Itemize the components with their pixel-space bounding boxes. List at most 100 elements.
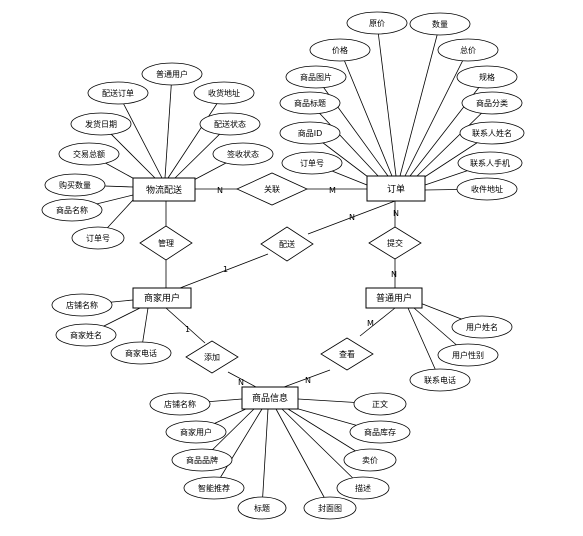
entity-product-label: 商品信息 — [252, 392, 288, 404]
attr-product-0 — [149, 392, 211, 416]
rel-associate — [236, 172, 308, 206]
attr-logistics-9 — [71, 226, 125, 250]
edge-product-attr-7 — [281, 408, 364, 489]
card-order-submit: N — [393, 209, 399, 218]
attr-logistics-1 — [141, 62, 203, 86]
attr-product-2 — [165, 420, 227, 444]
entity-logistics — [132, 177, 196, 202]
attr-product-5-label: 卖价 — [362, 456, 378, 465]
card-user-submit: N — [391, 270, 397, 279]
attr-order-4-label: 商品图片 — [300, 72, 332, 82]
attr-order-1 — [409, 12, 471, 36]
edge-order-attr-5 — [409, 76, 488, 177]
attr-order-6 — [279, 91, 341, 115]
attr-product-5 — [343, 448, 397, 472]
attr-product-1 — [353, 392, 407, 416]
attr-user-1 — [437, 343, 499, 367]
attr-product-6 — [183, 476, 245, 500]
attributes-merchant: 店铺名称 商家姓名 商家电话 — [51, 293, 172, 365]
edge-order-attr-0 — [376, 22, 397, 177]
rel-manage — [139, 225, 193, 261]
edge-user-view — [359, 307, 396, 337]
attr-order-5-label: 规格 — [479, 72, 495, 82]
attr-user-0-label: 用户姓名 — [466, 322, 498, 332]
card-merchant-add: 1 — [185, 325, 190, 334]
attr-logistics-0-label: 配送订单 — [102, 88, 134, 98]
attr-order-12 — [456, 177, 518, 201]
attr-merchant-0 — [51, 293, 113, 317]
attr-logistics-8 — [41, 198, 103, 222]
attr-user-1-label: 用户性别 — [452, 350, 484, 360]
rel-submit-label: 提交 — [387, 238, 403, 248]
attr-product-2-label: 商家用户 — [180, 427, 212, 437]
rel-view-label: 查看 — [339, 349, 355, 359]
attr-logistics-5 — [58, 142, 120, 166]
cardinalities: N M N N N 1 1 N N M — [185, 186, 399, 387]
attr-merchant-2-label: 商家电话 — [125, 348, 157, 358]
entities: 物流配送 订单 商家用户 普通用户 商品信息 — [132, 175, 426, 410]
rel-deliver — [260, 226, 314, 262]
attr-order-8 — [279, 121, 341, 145]
attr-logistics-4-label: 配送状态 — [214, 119, 246, 129]
edge-order-attr-2 — [339, 49, 393, 177]
attr-order-9-label: 联系人姓名 — [472, 128, 512, 138]
attr-logistics-7-label: 购买数量 — [59, 180, 91, 190]
rel-manage-label: 管理 — [158, 238, 174, 248]
edge-add-product — [227, 371, 257, 388]
card-logistics-associate: N — [217, 186, 223, 195]
rel-associate-label: 关联 — [264, 184, 280, 194]
rel-view — [320, 337, 374, 371]
attr-order-2-label: 价格 — [332, 45, 348, 55]
rel-add — [185, 340, 239, 374]
attributes-product: 店铺名称 正文 商家用户 商品库存 商品品牌 卖价 智能推荐 描述 标题 封面图 — [149, 392, 411, 520]
edge-order-attr-4 — [315, 76, 389, 177]
attr-order-4 — [285, 65, 347, 89]
entity-order — [366, 175, 426, 202]
attr-product-8-label: 标题 — [254, 503, 270, 513]
card-merchant-deliver: 1 — [223, 265, 228, 274]
attr-merchant-1 — [55, 323, 117, 347]
edge-user-attr-2 — [407, 307, 441, 381]
attr-product-6-label: 智能推荐 — [198, 483, 230, 493]
attr-product-4-label: 商品品牌 — [186, 455, 218, 465]
attr-logistics-3-label: 发货日期 — [85, 119, 117, 129]
rel-add-label: 添加 — [204, 352, 220, 362]
entity-logistics-label: 物流配送 — [146, 184, 182, 196]
attributes-order: 原价 数量 价格 总价 商品图片 规格 商品标题 商品分类 商品ID 联系人姓名… — [279, 11, 525, 201]
edge-merchant-add — [165, 307, 206, 344]
edge-order-deliver — [307, 200, 396, 235]
card-order-associate: M — [329, 186, 336, 195]
card-user-view: M — [367, 319, 374, 328]
rel-deliver-label: 配送 — [279, 239, 295, 249]
attr-order-6-label: 商品标题 — [294, 98, 326, 108]
attr-order-3 — [437, 38, 499, 62]
entity-merchant-label: 商家用户 — [144, 292, 180, 304]
relationships: 关联 管理 配送 提交 添加 查看 — [139, 172, 422, 374]
edge-logistics-attr-0 — [117, 92, 163, 179]
edge-logistics-attr-1 — [164, 73, 173, 179]
edge-order-attr-1 — [399, 23, 441, 177]
attr-logistics-5-label: 交易总额 — [73, 149, 105, 159]
attr-merchant-2 — [110, 341, 172, 365]
attr-logistics-2-label: 收货地址 — [208, 88, 240, 98]
attr-logistics-6-label: 签收状态 — [227, 149, 259, 159]
edge-logistics-attr-2 — [167, 92, 225, 179]
attr-user-2-label: 联系电话 — [424, 375, 456, 385]
attr-merchant-0-label: 店铺名称 — [66, 300, 98, 310]
attr-logistics-6 — [212, 142, 274, 166]
attr-product-9-label: 封面图 — [318, 503, 342, 513]
attr-product-8 — [237, 496, 287, 520]
attr-order-3-label: 总价 — [460, 45, 476, 55]
attr-order-12-label: 收件地址 — [471, 184, 503, 194]
attr-order-5 — [456, 65, 518, 89]
attr-order-7 — [461, 91, 523, 115]
entity-order-label: 订单 — [387, 183, 405, 195]
attr-user-2 — [409, 368, 471, 392]
attr-order-2 — [309, 38, 371, 62]
edge-product-attr-6 — [213, 408, 263, 489]
attr-logistics-2 — [193, 81, 255, 105]
attributes-logistics: 配送订单 普通用户 收货地址 发货日期 配送状态 交易总额 签收状态 购买数量 … — [41, 62, 274, 250]
attr-product-3-label: 商品库存 — [364, 427, 396, 437]
attr-merchant-1-label: 商家姓名 — [70, 330, 102, 340]
